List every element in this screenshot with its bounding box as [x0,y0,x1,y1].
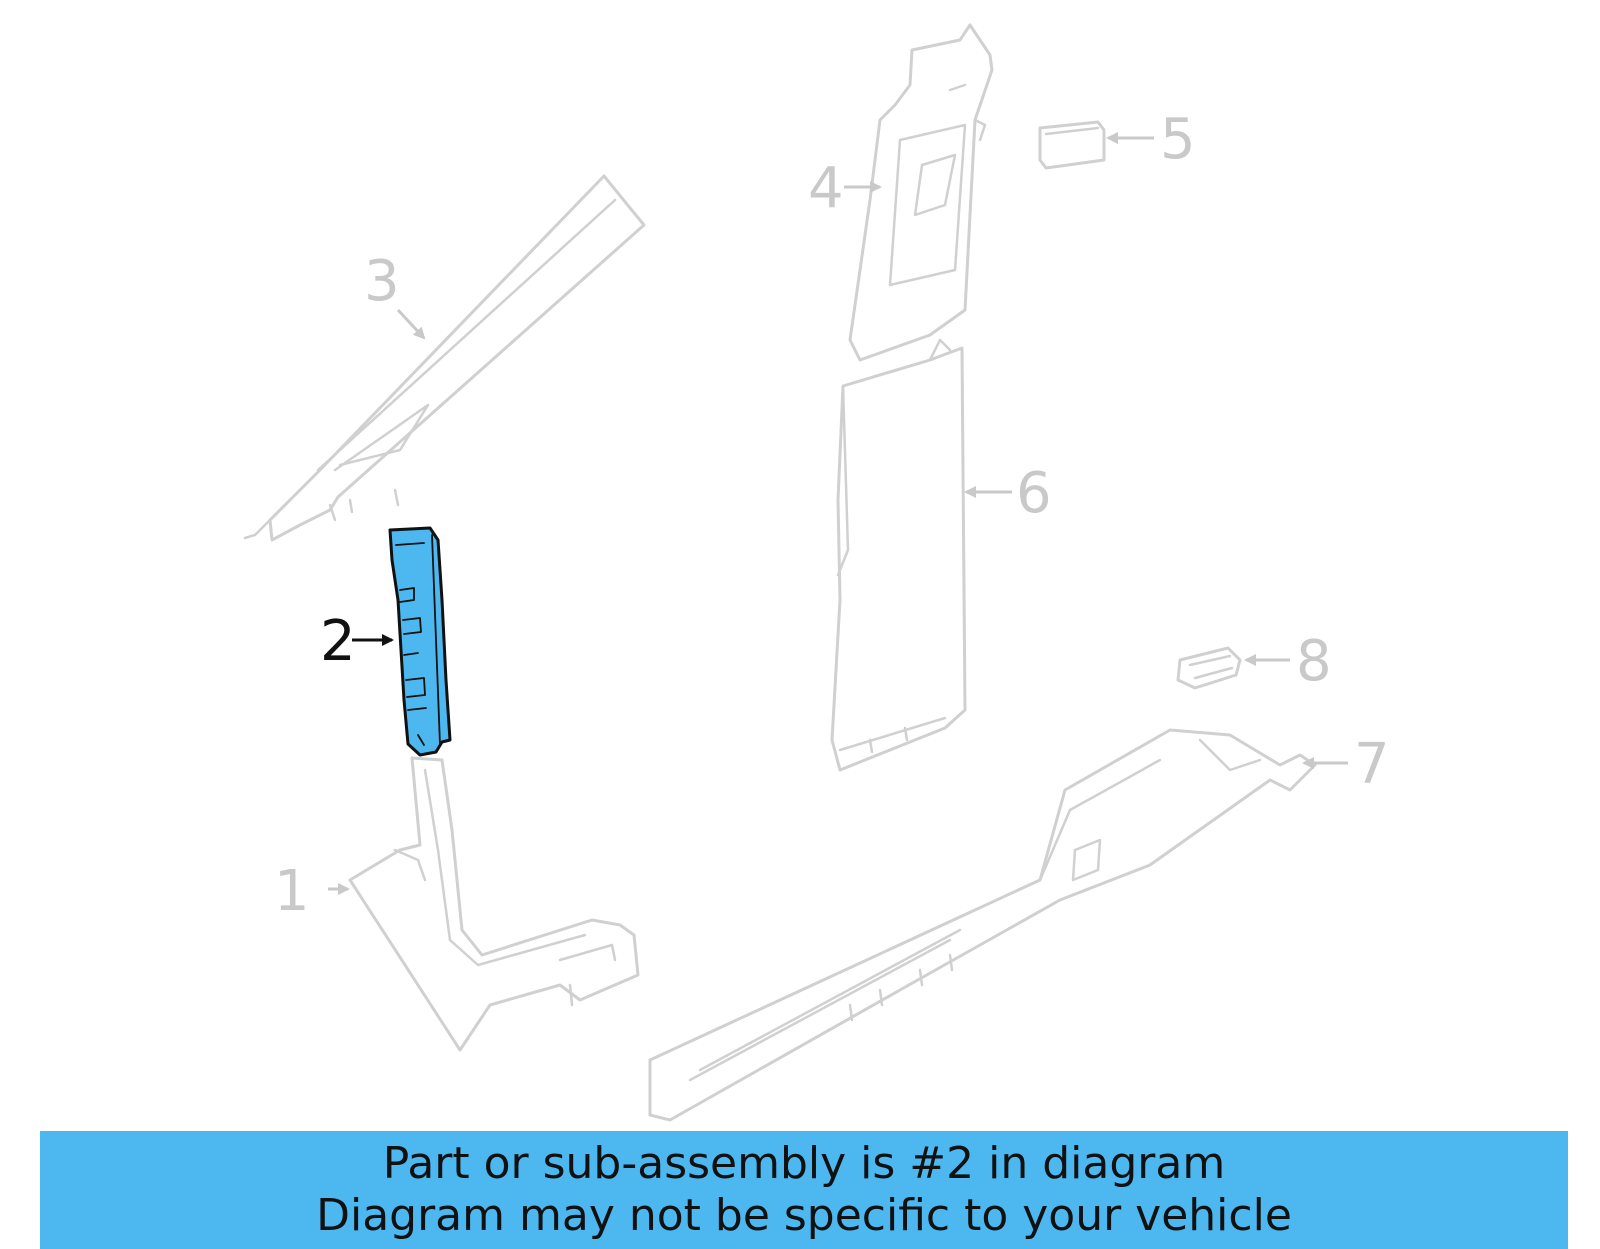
info-banner: Part or sub-assembly is #2 in diagram Di… [40,1131,1568,1249]
callout-6: 6 [1016,461,1052,526]
callout-5: 5 [1160,107,1196,172]
leader-3 [396,308,426,340]
part-3-a-pillar-trim [243,174,646,542]
callout-7: 7 [1354,732,1390,797]
part-8-clip [1176,646,1242,690]
part-2-highlighted-trim [388,526,452,757]
part-6-b-pillar-lower-trim [830,338,967,772]
banner-line-2: Diagram may not be specific to your vehi… [316,1190,1292,1241]
callout-1: 1 [274,859,310,924]
part-4-b-pillar-upper-trim [848,23,994,362]
callout-numbers: 1 2 3 4 5 6 7 8 [274,107,1390,924]
banner-line-1: Part or sub-assembly is #2 in diagram [382,1138,1226,1189]
part-5-cover [1038,120,1106,170]
callout-2: 2 [320,609,356,674]
callout-8: 8 [1296,629,1332,694]
callout-3: 3 [364,249,400,314]
part-1-cowl-side-trim [348,756,640,1052]
callout-4: 4 [808,156,844,221]
callout-leaders [328,132,1348,895]
part-7-sill-plate [648,728,1317,1122]
